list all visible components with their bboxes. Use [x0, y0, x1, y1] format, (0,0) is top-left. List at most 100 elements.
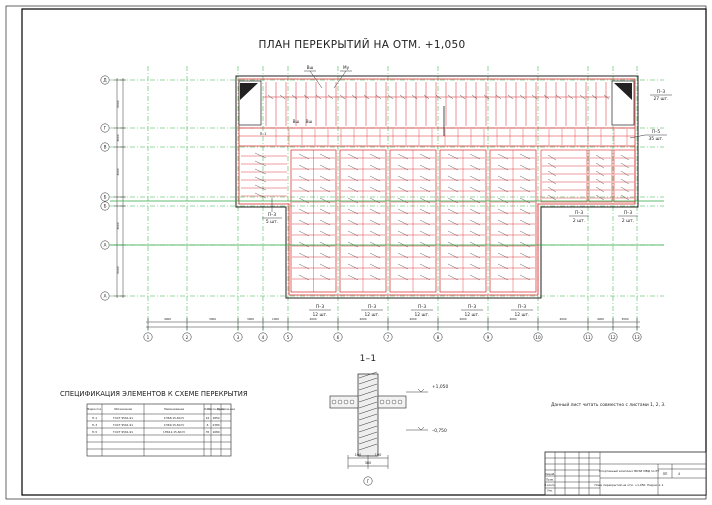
slab-mark: [397, 153, 409, 160]
slab-mark: [419, 252, 431, 259]
spec-cell: 2380: [212, 423, 219, 427]
hatch: [358, 443, 378, 451]
slab-mark: [497, 186, 509, 193]
axis-label-v: 7: [387, 335, 390, 340]
axis-bubble: [583, 332, 593, 342]
slab-mark: [519, 252, 531, 259]
spec-cell: П–3: [92, 423, 98, 427]
stamp-project: Спортивный комплекс ВКЗИ МВД по РТ: [599, 469, 659, 473]
hatch: [358, 419, 378, 427]
building-outline: [235, 75, 639, 299]
spec-cell: ГОСТ 9561-91: [113, 430, 133, 434]
corner-hatch-right: [614, 83, 632, 100]
slab-mark: [519, 230, 531, 237]
slab-mark: [469, 230, 481, 237]
slab-mark: [347, 263, 359, 270]
axis-bubble: [258, 332, 268, 342]
slab-mark: [547, 194, 557, 201]
axis-label-v: 12: [610, 335, 616, 340]
axis-label-h: Д: [103, 78, 107, 83]
axis-bubble: [333, 332, 343, 342]
label-p5: П–5: [652, 129, 660, 135]
axis-label-v: 1: [147, 335, 150, 340]
slab-mark: [363, 94, 370, 100]
slab-mark: [347, 175, 359, 182]
slab-mark: [298, 230, 310, 237]
slab-mark: [327, 94, 334, 100]
slab-mark: [419, 164, 431, 171]
slab-mark: [447, 230, 459, 237]
axis-bubble: [383, 332, 393, 342]
spec-header: Кол.: [205, 407, 211, 411]
slab-mark: [519, 241, 531, 248]
slab-mark: [397, 219, 409, 226]
title-block-frame: [544, 451, 707, 496]
slab-mark: [547, 162, 557, 169]
dim-label: 190: [355, 453, 361, 457]
slab-mark: [319, 219, 331, 226]
slab-mark: [397, 197, 409, 204]
dim-label: 4000: [559, 317, 566, 321]
axis-label-h: Б: [104, 195, 107, 200]
slab-mark: [369, 208, 381, 215]
slab-mark: [469, 219, 481, 226]
axis-label-v: 6: [337, 335, 340, 340]
slab-mark: [347, 164, 359, 171]
axis-label-v: 5: [287, 335, 290, 340]
slab-mark: [519, 94, 526, 100]
slab-mark: [267, 94, 274, 100]
slab-mark: [319, 175, 331, 182]
slab-mark: [397, 230, 409, 237]
spec-header: Обозначение: [114, 407, 132, 411]
corner-hatch-left: [240, 83, 258, 100]
slab-mark: [447, 186, 459, 193]
slab-mark: [347, 197, 359, 204]
bay-frame: [613, 149, 636, 203]
slab-mark: [369, 186, 381, 193]
hatch: [358, 431, 378, 439]
slab-mark: [347, 186, 359, 193]
slab-mark: [447, 252, 459, 259]
slab-mark: [298, 252, 310, 259]
slab-mark: [347, 208, 359, 215]
slab-mark: [419, 263, 431, 270]
spec-cell: ГОСТ 9561-91: [113, 416, 133, 420]
slab-mark: [595, 194, 605, 201]
axis-label-h: В: [104, 145, 107, 150]
slab-mark: [595, 178, 605, 185]
label-count: 2 шт.: [622, 218, 634, 224]
bay-frame: [540, 149, 588, 203]
dim-label: 4000: [359, 317, 366, 321]
slab-void: [385, 399, 391, 405]
dim-label: 380: [365, 461, 371, 465]
slab-mark: [397, 263, 409, 270]
slab-mark: [519, 186, 531, 193]
slab-mark: [483, 94, 490, 100]
slab-mark: [347, 153, 359, 160]
label-count: 12 шт.: [365, 312, 380, 318]
slab-mark: [620, 162, 630, 169]
label-count: 5 шт.: [266, 219, 278, 225]
slab-mark: [555, 94, 562, 100]
slab-mark: [254, 168, 267, 175]
slab-mark: [603, 94, 610, 100]
slab-void: [343, 399, 349, 405]
slab-mark: [497, 153, 509, 160]
slab-mark: [497, 197, 509, 204]
slab-mark: [469, 274, 481, 281]
slab-mark: [315, 94, 322, 100]
axis-bubble: [283, 332, 293, 342]
slab-mark: [397, 252, 409, 259]
slab-mark: [254, 176, 267, 183]
spec-cell: 16: [206, 416, 210, 420]
slab-mark: [447, 94, 454, 100]
label-mu: Му: [343, 65, 350, 70]
label-p3: П–3: [624, 210, 632, 216]
slab-mark: [319, 241, 331, 248]
slab-mark: [519, 219, 531, 226]
spec-title: СПЕЦИФИКАЦИЯ ЭЛЕМЕНТОВ К СХЕМЕ ПЕРЕКРЫТИ…: [60, 390, 248, 398]
label-count: 27 шт.: [654, 96, 669, 102]
slab-mark: [298, 197, 310, 204]
